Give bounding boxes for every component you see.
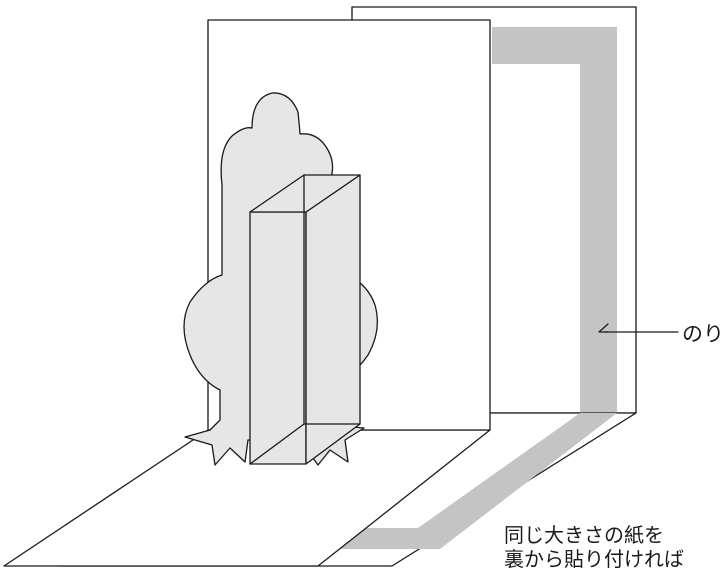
box-back-bottom-left (249, 423, 305, 465)
box-left-face (249, 211, 307, 465)
popup-box (249, 174, 361, 465)
glue-leader (598, 323, 679, 333)
box-top-face (249, 174, 361, 213)
note-label-line1: 同じ大きさの紙を (504, 523, 664, 547)
glue-label: のり (682, 322, 724, 346)
note-label-line2: 裏から貼り付ければ (504, 547, 684, 571)
glue-leader-arrow (598, 323, 609, 333)
glue-strip-floor (330, 413, 617, 549)
glue-strip-back (492, 27, 617, 413)
box-right-face (305, 174, 361, 465)
